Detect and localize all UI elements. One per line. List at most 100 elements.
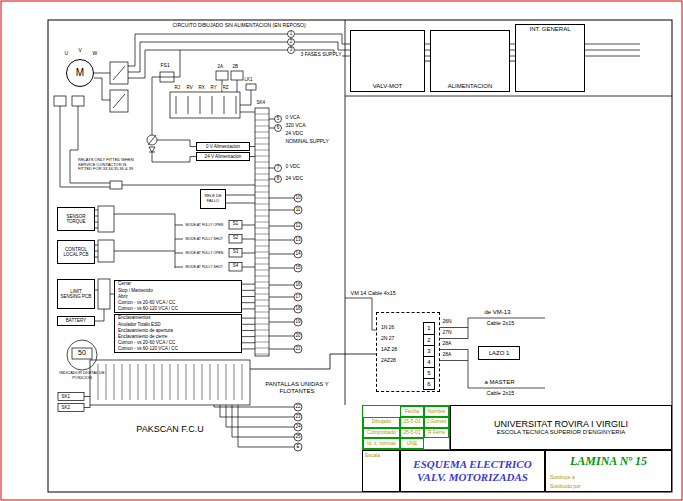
node-text: 6 <box>424 378 434 389</box>
terminal-number: 20 <box>295 334 300 339</box>
pin-wire <box>95 228 98 229</box>
pin-wire <box>95 245 98 246</box>
terminal-number: 16 <box>295 283 300 288</box>
institution-box: UNIVERSITAT ROVIRA I VIRGILIESCOLA TECNI… <box>450 405 672 450</box>
terminal-slot: 13 <box>294 236 302 244</box>
loop-wire <box>468 318 469 339</box>
drawing-frame <box>48 20 672 492</box>
connector-pin <box>146 364 147 400</box>
pin-wire <box>95 257 98 258</box>
connector-pin <box>226 364 227 400</box>
annotation-text: 0 VCA <box>285 115 300 121</box>
transformer-winding <box>188 96 189 114</box>
pakscan-unit: PAKSCAN F.C.U <box>90 357 250 435</box>
terminal-divider <box>255 198 269 199</box>
terminal-circle <box>294 264 302 272</box>
terminal-wire <box>269 226 294 227</box>
node-text: Sustituido por <box>550 484 581 490</box>
connector-block <box>216 71 228 80</box>
loop-cable <box>468 388 545 389</box>
annotation-text: Cable 2x15 <box>486 390 515 396</box>
label-slot: MODE AT FULLY SHUT <box>185 237 223 241</box>
terminal-number: 21 <box>295 347 300 352</box>
supply-wire <box>610 50 640 51</box>
terminal-slot: 3 <box>288 47 295 54</box>
pakscan-connector <box>90 360 250 405</box>
terminal-divider <box>255 330 269 331</box>
terminal-slot: E <box>294 443 302 451</box>
terminal-divider <box>255 288 269 289</box>
terminal-wire <box>269 119 275 120</box>
node-text: INDICADOR DIGITAL DE POSICION <box>57 371 107 380</box>
screen-wire <box>238 405 294 447</box>
terminal-circle <box>275 176 282 183</box>
terminal-number: 5 <box>277 117 280 122</box>
terminal-slot: 25 <box>294 433 302 441</box>
terminal-circle <box>294 423 302 431</box>
terminal-wire <box>269 128 275 129</box>
terminal-divider <box>255 354 269 355</box>
label-slot: S2 <box>229 236 242 241</box>
annotation-text: SK1 <box>61 394 71 399</box>
node-text: LIMIT SENSING PCB <box>60 289 92 299</box>
relay-coil <box>72 96 84 106</box>
terminal-circle <box>288 39 295 46</box>
pin-wire <box>84 405 90 408</box>
label-slot: LK1 <box>244 77 253 82</box>
terminal-wire <box>269 268 294 269</box>
power-wire <box>157 140 196 147</box>
relay-box: RELE DE FALLO <box>200 189 226 209</box>
label-slot: 28A <box>442 352 452 358</box>
power-wire <box>128 42 288 72</box>
annotation-text: 2A <box>217 64 224 69</box>
terminal-slot: 19 <box>294 318 302 326</box>
pcb-box: LIMIT SENSING PCB <box>57 279 95 309</box>
power-wire <box>237 80 238 92</box>
pin-wire <box>95 222 98 223</box>
label-slot: PANTALLAS UNIDAS Y FLOTANTES <box>256 381 338 395</box>
power-wire <box>128 50 288 78</box>
label-slot: S3 <box>229 250 242 255</box>
terminal-wire <box>269 198 294 199</box>
node-text: BATTERY <box>66 318 86 323</box>
terminal-wire <box>269 210 294 211</box>
link-symbol <box>246 84 256 90</box>
node-text: M <box>76 67 84 79</box>
pin-wire <box>95 210 98 211</box>
label-slot: RELAYS ONLY FITTED WHEN SERVICE CONTACTO… <box>78 158 140 172</box>
junction-box: 1N 262N 271AZ 282AZ28123456 <box>376 312 440 392</box>
annotation-text: U <box>64 51 69 57</box>
node-text: Enclavamientos <box>118 315 150 320</box>
annotation-text: 26N <box>442 319 452 325</box>
power-wire <box>174 50 180 77</box>
label-slot: VM 14 Cable 4x15 <box>350 290 396 296</box>
connector-block <box>58 404 84 412</box>
terminal-divider <box>255 264 269 265</box>
motor-wire <box>94 73 110 74</box>
transformer-winding <box>200 96 201 114</box>
terminal-number: 15 <box>295 266 300 271</box>
terminal-circle <box>294 403 302 411</box>
terminal-list: EnclavamientosAnulador Totalo ESDEnclava… <box>114 314 242 353</box>
node-text: 2N 27 <box>381 336 394 342</box>
supply-wire <box>250 156 255 157</box>
connector-pin <box>130 364 131 400</box>
relay-contact-box <box>229 235 242 244</box>
node-text: 24 V Alimentacion <box>205 154 242 159</box>
terminal-number: 10 <box>295 196 300 201</box>
node-text: VALV-MOT <box>373 83 402 90</box>
contactor-symbol <box>113 66 125 80</box>
terminal-wire <box>269 179 275 180</box>
battery-box: BATTERY <box>57 316 95 326</box>
annotation-text: S4 <box>229 264 242 269</box>
terminal-circle <box>294 293 302 301</box>
terminal-slot: 17 <box>294 293 302 301</box>
connector-block <box>231 71 243 80</box>
terminal-circle <box>294 413 302 421</box>
terminal-slot: 14 <box>294 250 302 258</box>
terminal-slot: 24 <box>294 423 302 431</box>
node-text: CONTROL LOCAL PCB <box>60 247 92 257</box>
terminal-number: 7 <box>277 166 280 171</box>
fuse-symbol <box>160 72 174 82</box>
annotation-text: SK4 <box>256 100 266 105</box>
